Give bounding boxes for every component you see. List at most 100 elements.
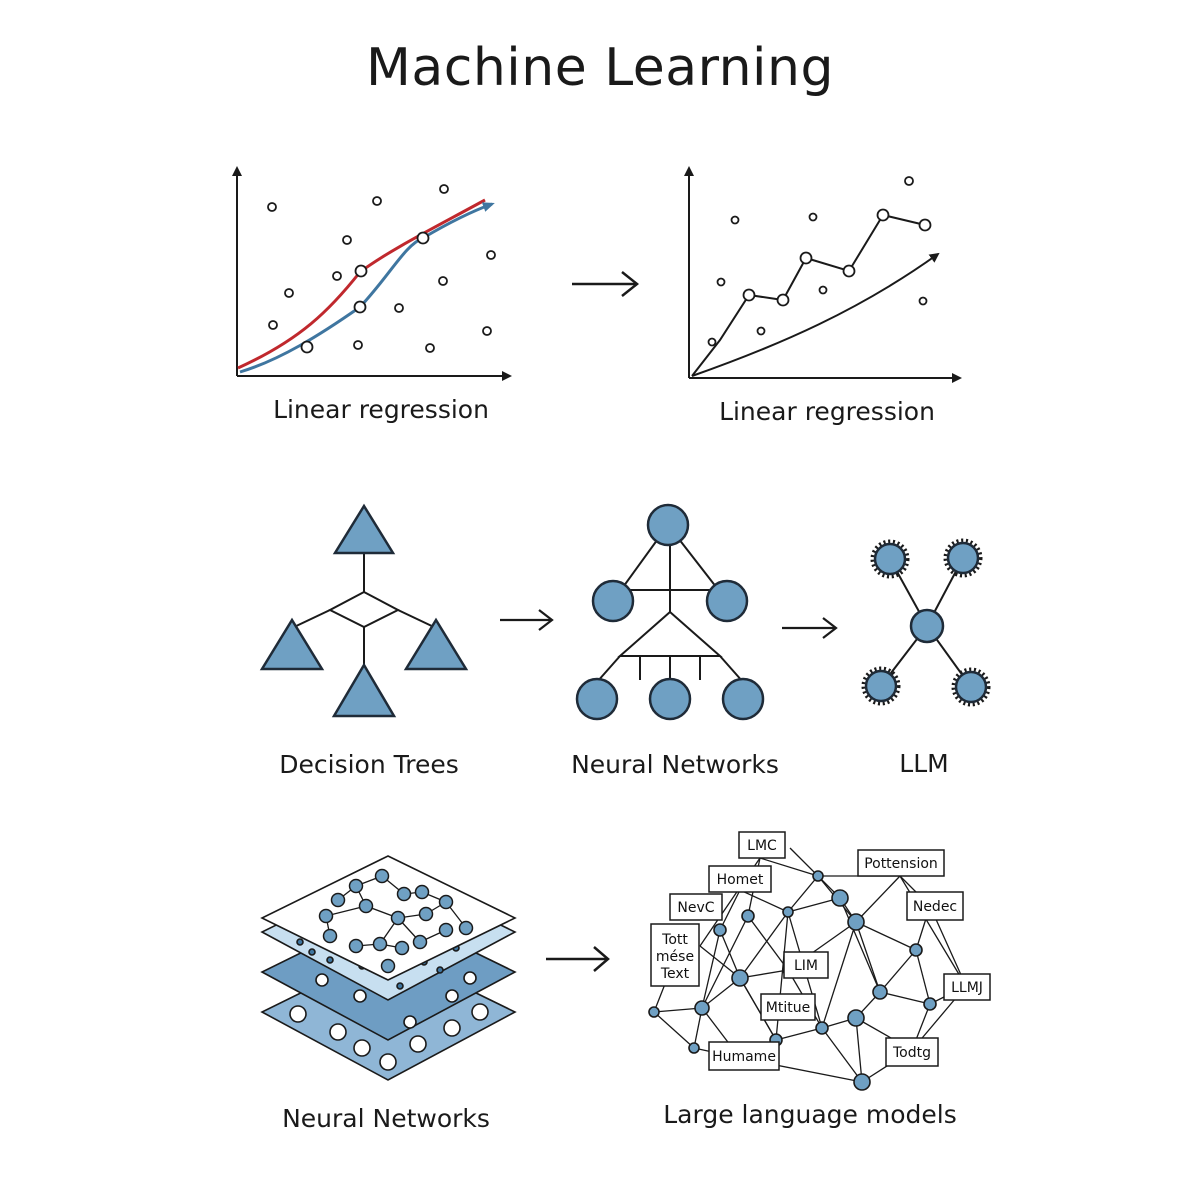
data-point (425, 343, 435, 353)
graph-node (694, 1000, 710, 1016)
tree-leaf-triangle (403, 617, 469, 671)
network-edge (719, 655, 744, 683)
tag-label: Mtitue (766, 1000, 810, 1016)
neural-network-diagram (575, 503, 765, 721)
data-point (776, 293, 790, 307)
tag-llmj: LLMJ (943, 973, 991, 1001)
tag-mtitue: Mtitue (760, 993, 816, 1021)
data-point (416, 231, 430, 245)
tag-label: LMC (747, 838, 777, 854)
regression-chart-left (232, 166, 512, 381)
data-point (267, 202, 277, 212)
tree-leaf-triangle (259, 617, 325, 671)
zigzag-line (691, 213, 926, 377)
network-node (575, 677, 619, 721)
tag-label: LLMJ (951, 980, 983, 996)
network-edge (596, 655, 621, 683)
tag-label: Nedec (913, 899, 957, 915)
caption-neural-networks-small: Neural Networks (571, 750, 779, 779)
network-node (721, 677, 765, 721)
tag-label: Tott (661, 932, 688, 948)
data-point (438, 276, 448, 286)
graph-node (847, 913, 865, 931)
caption-llm: LLM (899, 749, 949, 778)
data-point (353, 340, 363, 350)
data-point (394, 303, 404, 313)
data-point (808, 212, 818, 222)
caption-linear-regression-right: Linear regression (719, 397, 935, 426)
graph-node (688, 1042, 700, 1054)
graph-node (853, 1073, 871, 1091)
graph-node (909, 943, 923, 957)
tag-label: Text (660, 966, 690, 982)
scatter-points (267, 184, 496, 354)
arrow-head (621, 271, 640, 297)
tag-label: Homet (717, 872, 764, 888)
tag-humame: Humame (708, 1041, 780, 1071)
tag-label: NevC (677, 900, 714, 916)
tag-todtg: Todtg (885, 1037, 939, 1067)
network-node (591, 579, 635, 623)
graph-node (713, 923, 727, 937)
data-point (707, 337, 717, 347)
arrow-head (822, 617, 838, 639)
data-point (332, 271, 342, 281)
graph-node (741, 909, 755, 923)
layered-network-diagram (260, 855, 517, 1081)
caption-neural-networks-layers: Neural Networks (282, 1104, 490, 1133)
data-point (918, 296, 928, 306)
tree-leaf-triangle (332, 503, 396, 555)
graph-nodes (648, 870, 937, 1091)
decision-tree-diagram (259, 503, 469, 718)
graph-tags: LMC Pottension Homet NevC Nedec Tott (650, 831, 991, 1071)
tag-label: Humame (712, 1049, 776, 1065)
regression-chart-right (684, 166, 962, 383)
llm-node (954, 670, 988, 704)
data-point (876, 208, 890, 222)
graph-node (731, 969, 749, 987)
tag-lim: LIM (783, 951, 829, 979)
blue-regression-curve (239, 202, 495, 374)
llm-knowledge-graph: LMC Pottension Homet NevC Nedec Tott (648, 831, 991, 1091)
data-point (439, 184, 449, 194)
llm-node (909, 608, 945, 644)
network-layer (260, 855, 517, 981)
network-node (648, 677, 692, 721)
caption-decision-trees: Decision Trees (279, 750, 459, 779)
network-frame (617, 610, 723, 657)
data-point (353, 300, 367, 314)
graph-node (648, 1006, 660, 1018)
data-point (486, 250, 496, 260)
llm-small-diagram (861, 538, 991, 707)
llm-node (864, 669, 898, 703)
data-point (268, 320, 278, 330)
tag-label: mése (656, 949, 694, 965)
tree-leaf-triangle (331, 662, 397, 718)
data-point (300, 340, 314, 354)
graph-node (847, 1009, 865, 1027)
tag-pottension: Pottension (857, 849, 945, 877)
tag-nedec: Nedec (906, 891, 964, 921)
data-point (372, 196, 382, 206)
data-point (284, 288, 294, 298)
data-point (354, 264, 368, 278)
data-point (799, 251, 813, 265)
llm-node (946, 541, 980, 575)
caption-large-language-models: Large language models (663, 1100, 957, 1129)
graph-node (831, 889, 849, 907)
graph-node (815, 1021, 829, 1035)
scatter-points (707, 176, 932, 347)
data-point (818, 285, 828, 295)
data-point (756, 326, 766, 336)
llm-node (873, 542, 907, 576)
tag-tott-text: Tott mése Text (650, 923, 700, 987)
network-node (705, 579, 749, 623)
decision-node (327, 590, 401, 629)
graph-node (872, 984, 888, 1000)
graph-node (923, 997, 937, 1011)
graph-node (782, 906, 794, 918)
tag-label: Todtg (892, 1045, 931, 1061)
data-point (482, 326, 492, 336)
data-point (742, 288, 756, 302)
tag-nevc: NevC (669, 893, 723, 921)
